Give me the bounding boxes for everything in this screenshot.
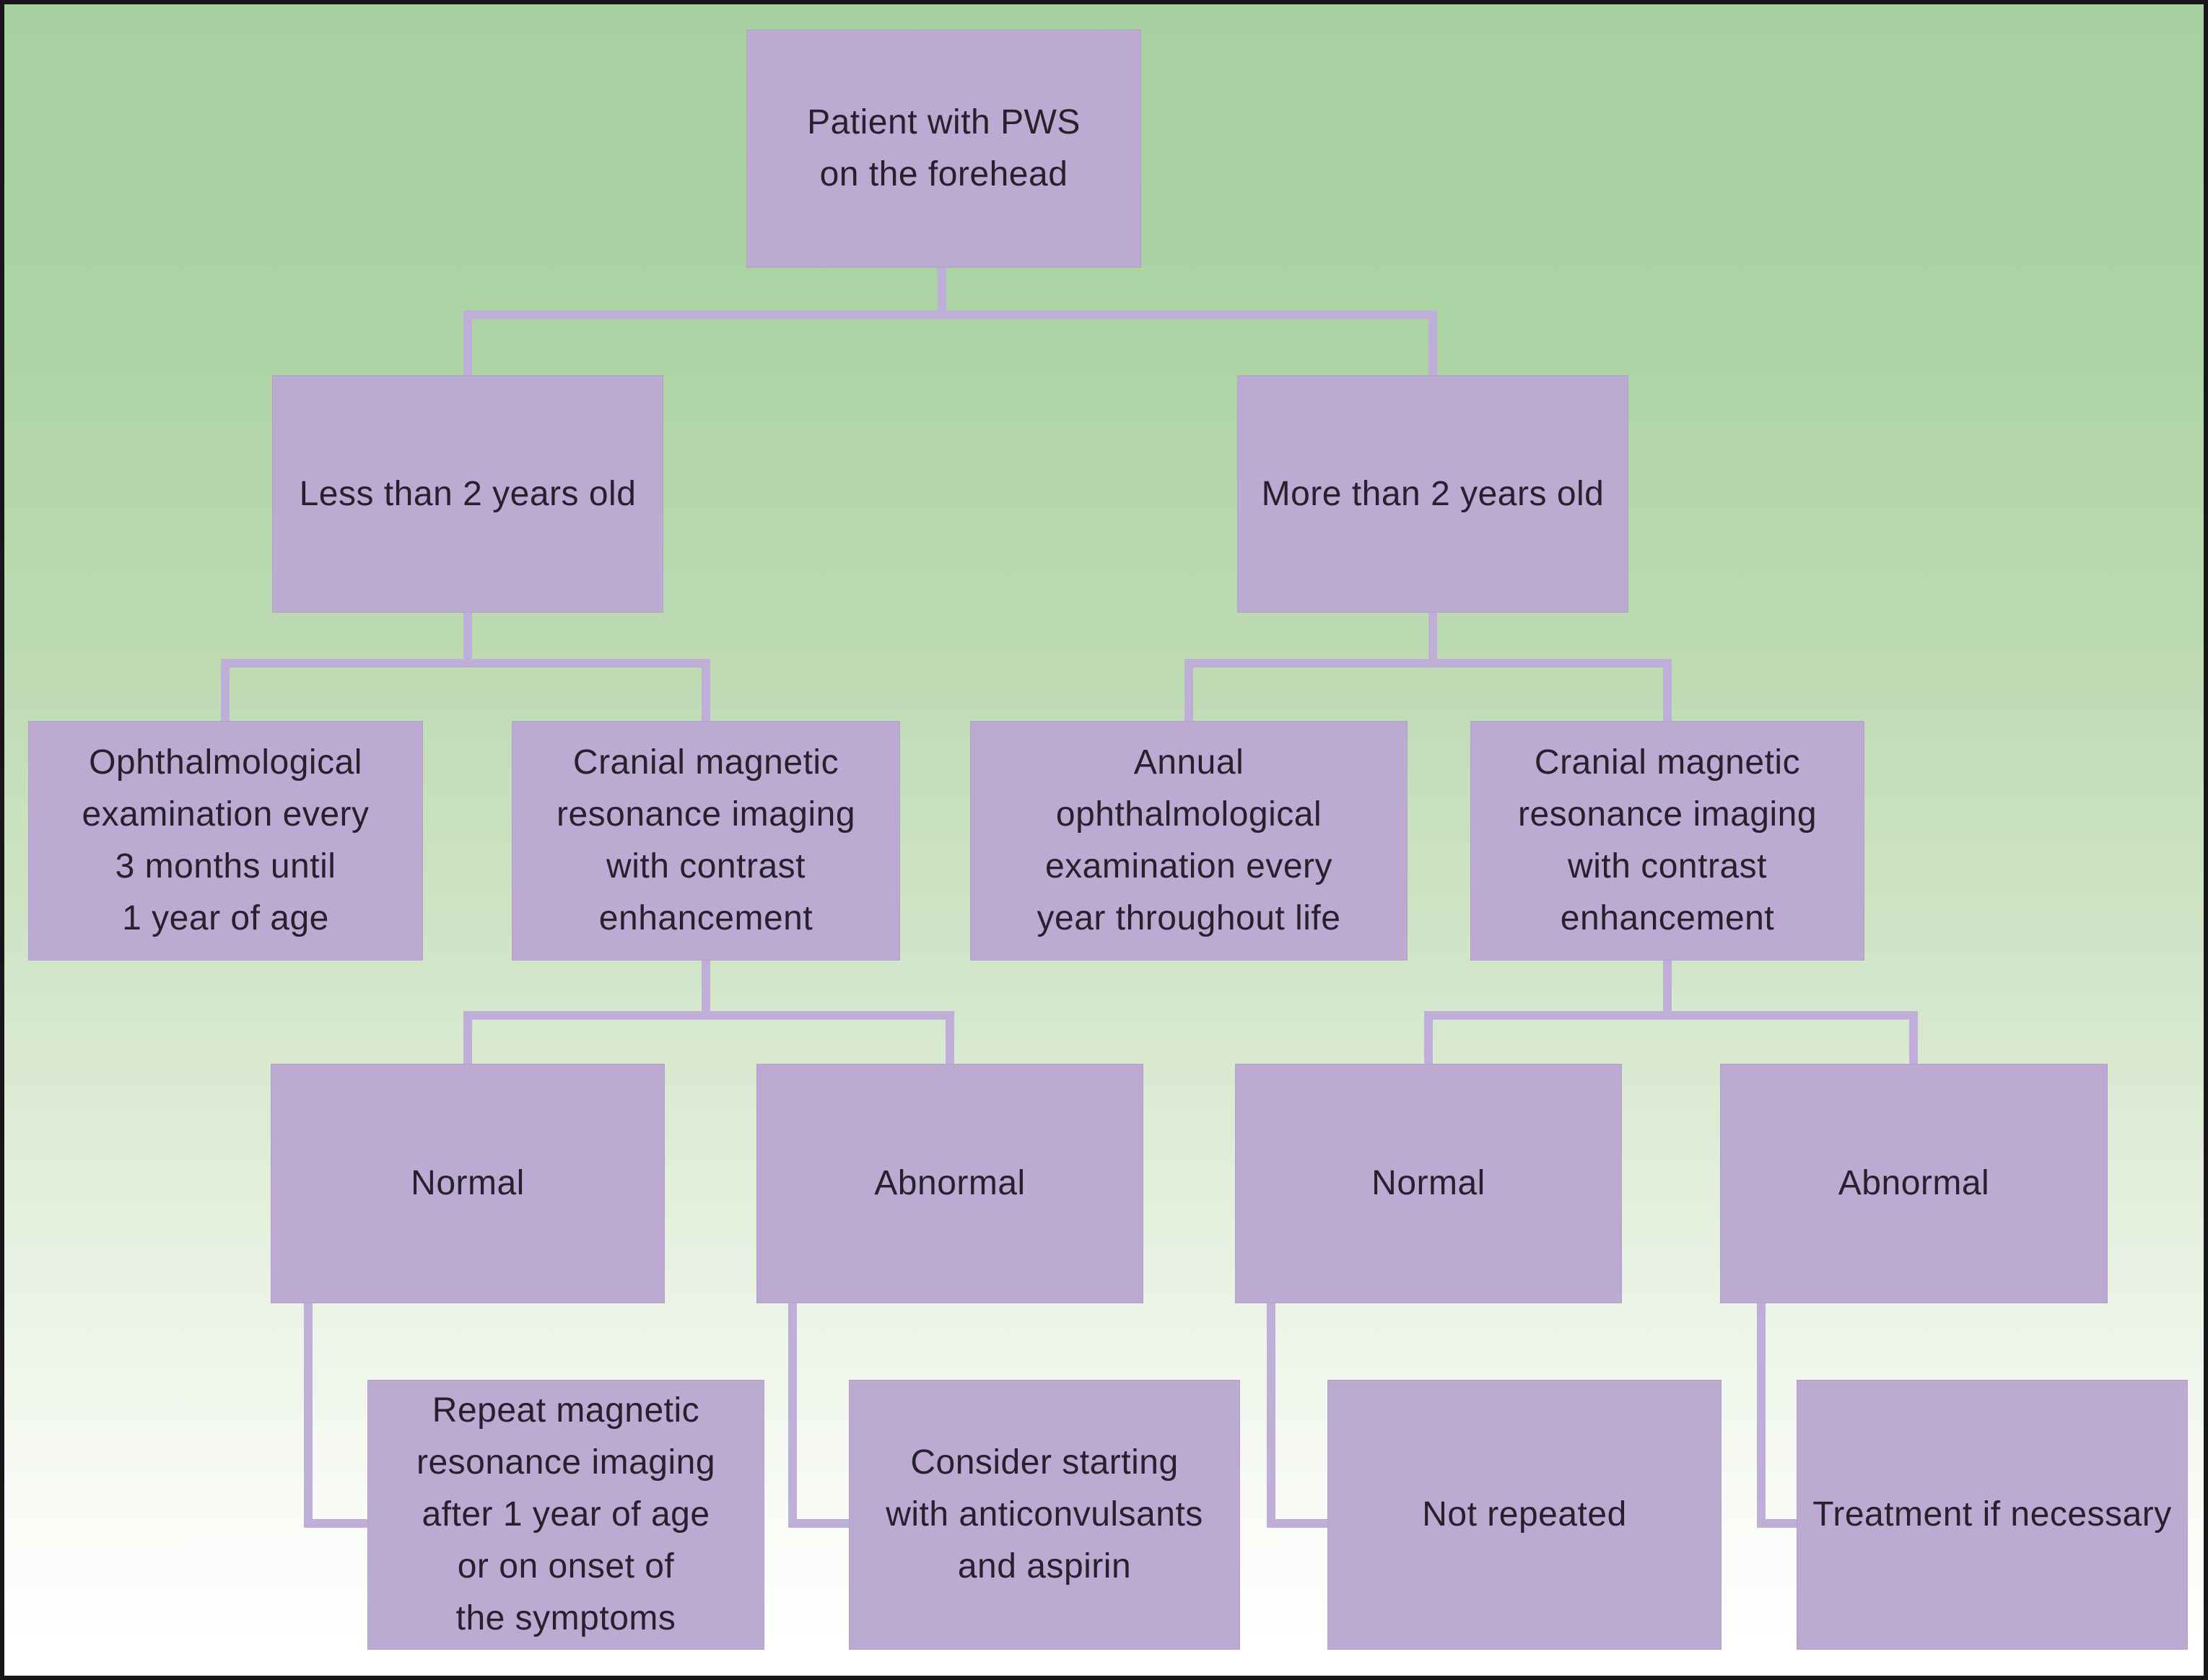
node-treatment-if-necessary-label: Treatment if necessary xyxy=(1812,1495,2172,1534)
connector-normal-right-stub xyxy=(1424,1011,1433,1064)
node-patient-pws: Patient with PWS on the forehead xyxy=(746,30,1141,268)
connector-right3-bar xyxy=(1184,659,1672,668)
node-cranial-mri-right: Cranial magnetic resonance imaging with … xyxy=(1470,721,1864,961)
connector-cranial-right-stub xyxy=(1663,659,1672,724)
connector-cranial-left-stub xyxy=(702,659,710,724)
node-not-repeated: Not repeated xyxy=(1327,1380,1722,1650)
node-abnormal-left-label: Abnormal xyxy=(874,1164,1026,1202)
connector-normal-left-elbow-h xyxy=(304,1519,372,1528)
node-less-than-2-label: Less than 2 years old xyxy=(299,474,637,513)
connector-abnormal-right-elbow-v xyxy=(1757,1303,1766,1528)
node-treatment-if-necessary: Treatment if necessary xyxy=(1797,1380,2188,1650)
node-not-repeated-label: Not repeated xyxy=(1422,1495,1627,1534)
node-normal-right-label: Normal xyxy=(1371,1164,1485,1202)
connector-abnormal-right-stub xyxy=(1909,1011,1918,1064)
connector-abnormal-left-stub xyxy=(946,1011,954,1064)
node-repeat-mri-label: Repeat magnetic resonance imaging after … xyxy=(416,1391,716,1637)
node-more-than-2-label: More than 2 years old xyxy=(1261,474,1605,513)
node-less-than-2: Less than 2 years old xyxy=(272,375,663,613)
node-repeat-mri: Repeat magnetic resonance imaging after … xyxy=(367,1380,764,1650)
node-abnormal-right-label: Abnormal xyxy=(1838,1164,1990,1202)
connector-abnormal-right-elbow-h xyxy=(1757,1519,1802,1528)
node-normal-left-label: Normal xyxy=(411,1164,525,1202)
connector-cranial-left-stem xyxy=(702,960,710,1016)
connector-more-stub xyxy=(1428,310,1437,379)
node-cranial-mri-right-label: Cranial magnetic resonance imaging with … xyxy=(1517,743,1818,937)
connector-left4-bar xyxy=(463,1011,954,1020)
connector-abnormal-left-elbow-v xyxy=(788,1303,797,1528)
connector-normal-right-elbow-v xyxy=(1267,1303,1275,1528)
node-cranial-mri-left-label: Cranial magnetic resonance imaging with … xyxy=(556,743,856,937)
connector-normal-right-elbow-h xyxy=(1267,1519,1332,1528)
connector-abnormal-left-elbow-h xyxy=(788,1519,854,1528)
connector-annual-stub xyxy=(1184,659,1193,724)
connector-cranial-right-stem xyxy=(1663,960,1672,1016)
connector-right4-bar xyxy=(1424,1011,1918,1020)
connector-left3-bar xyxy=(221,659,710,668)
node-consider-anticonvulsants-label: Consider starting with anticonvulsants a… xyxy=(886,1443,1203,1585)
connector-root-stem xyxy=(938,267,946,316)
node-patient-pws-label: Patient with PWS on the forehead xyxy=(807,103,1081,193)
connector-more-stem xyxy=(1428,612,1437,664)
node-ophthalmological-exam: Ophthalmological examination every 3 mon… xyxy=(28,721,423,961)
connector-ophtha-stub xyxy=(221,659,230,724)
node-annual-exam: Annual ophthalmological examination ever… xyxy=(970,721,1408,961)
node-more-than-2: More than 2 years old xyxy=(1237,375,1628,613)
node-abnormal-right: Abnormal xyxy=(1720,1064,2108,1303)
node-annual-exam-label: Annual ophthalmological examination ever… xyxy=(1037,743,1341,937)
connector-level2-bar xyxy=(463,310,1437,319)
node-abnormal-left: Abnormal xyxy=(756,1064,1143,1303)
node-cranial-mri-left: Cranial magnetic resonance imaging with … xyxy=(512,721,900,961)
node-normal-left: Normal xyxy=(271,1064,665,1303)
connector-less-stem xyxy=(463,612,472,664)
node-ophthalmological-exam-label: Ophthalmological examination every 3 mon… xyxy=(82,743,370,937)
connector-less-stub xyxy=(463,310,472,379)
node-consider-anticonvulsants: Consider starting with anticonvulsants a… xyxy=(849,1380,1240,1650)
node-normal-right: Normal xyxy=(1235,1064,1622,1303)
connector-normal-left-elbow-v xyxy=(304,1303,313,1528)
connector-normal-left-stub xyxy=(463,1011,472,1064)
